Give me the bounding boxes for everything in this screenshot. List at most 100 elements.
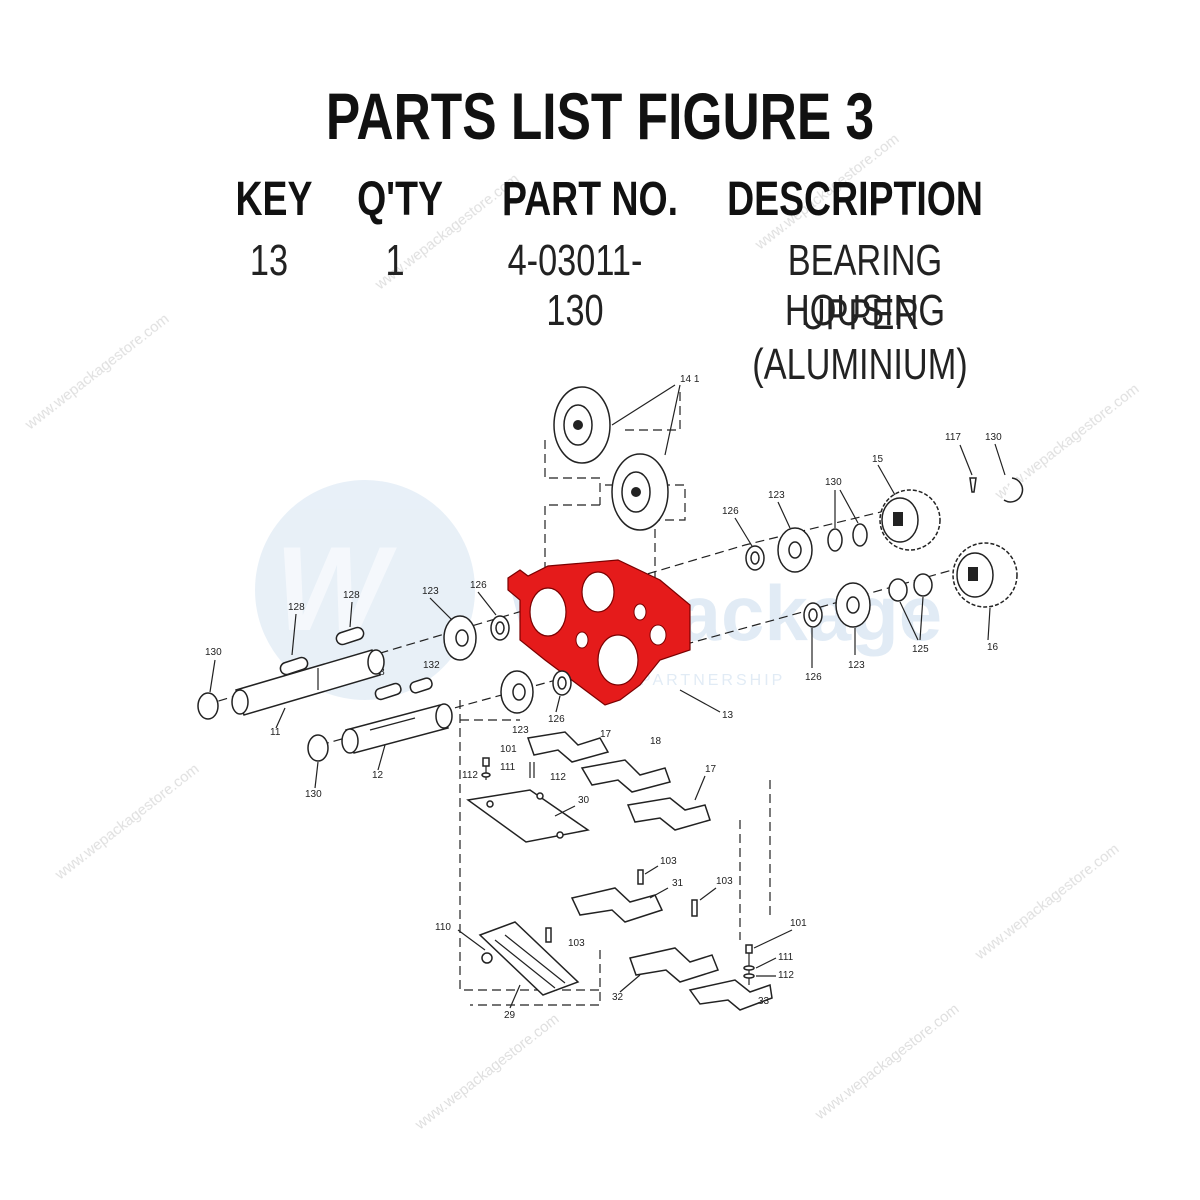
leader-130-left <box>209 659 216 693</box>
callout-29: 29 <box>504 1010 516 1021</box>
callout-123-b: 123 <box>848 660 865 671</box>
callout-31: 31 <box>672 878 684 889</box>
leader-128-a <box>291 613 297 656</box>
key-128-c <box>374 682 402 701</box>
leader-130-mid <box>834 489 859 528</box>
clip-130-top <box>1003 477 1024 503</box>
callout-14: 14 1 <box>680 374 700 385</box>
shaft-12 <box>341 703 453 754</box>
screw-101-left <box>481 757 491 780</box>
screw-101-right <box>743 944 755 985</box>
screw-103-right <box>691 899 698 917</box>
callout-103-c: 103 <box>568 938 585 949</box>
leader-17-b <box>694 775 706 801</box>
watermark-url-8: www.wepackagestore.com <box>971 840 1122 963</box>
shaft-11 <box>231 649 385 716</box>
gear-15 <box>879 489 941 551</box>
header-description: DESCRIPTION <box>727 173 983 226</box>
callout-13: 13 <box>722 710 734 721</box>
leader-110 <box>457 929 486 951</box>
callout-130-top: 130 <box>985 432 1002 443</box>
pulley-14-lower <box>611 453 669 531</box>
housing-bore-3 <box>597 634 639 686</box>
callout-110: 110 <box>435 922 451 933</box>
header-key: KEY <box>235 173 313 226</box>
callout-111-b: 111 <box>778 952 794 963</box>
callout-111-a: 111 <box>500 762 516 773</box>
callout-103-b: 103 <box>716 876 733 887</box>
leader-103-b <box>699 887 717 901</box>
callout-128-a: 128 <box>288 602 305 613</box>
bearing-housing-13-highlighted <box>507 559 691 706</box>
callout-15: 15 <box>872 454 884 465</box>
leader-29 <box>509 984 521 1009</box>
leader-15 <box>877 464 896 496</box>
callout-123-d: 123 <box>512 725 529 736</box>
housing-bore-1 <box>529 587 567 637</box>
leader-128-b <box>349 601 353 628</box>
leader-126-c <box>477 591 497 616</box>
watermark-url-7: www.wepackagestore.com <box>811 1000 962 1123</box>
plate-31 <box>570 887 664 923</box>
watermark-url-6: www.wepackagestore.com <box>411 1010 562 1133</box>
callout-126-b: 126 <box>805 672 822 683</box>
bearing-123-lower-left <box>500 670 534 714</box>
washer-125-b <box>913 573 933 597</box>
leader-12 <box>377 744 386 771</box>
row-description-line2: UPPER (ALUMINIUM) <box>752 290 968 389</box>
callout-112-a: 112 <box>462 770 478 781</box>
callout-33: 33 <box>758 996 770 1007</box>
leader-130-top <box>994 443 1006 476</box>
plate-32 <box>629 947 719 983</box>
leader-101-b <box>753 929 793 949</box>
callout-128-b: 128 <box>343 590 360 601</box>
callout-18: 18 <box>650 736 662 747</box>
callout-112-b: 112 <box>550 772 566 783</box>
bearing-126-lower-right <box>803 602 823 628</box>
callout-103-a: 103 <box>660 856 677 867</box>
leader-16 <box>987 607 991 641</box>
leader-126-d <box>555 695 561 713</box>
clip-130-a <box>827 528 843 552</box>
watermark-url-5: www.wepackagestore.com <box>51 760 202 883</box>
callout-17-a: 17 <box>600 729 612 740</box>
callout-30: 30 <box>578 795 590 806</box>
bearing-123-left <box>443 615 477 661</box>
key-128-b <box>335 626 365 646</box>
housing-hole-2 <box>633 603 647 621</box>
bearing-123-lower-right <box>835 582 871 628</box>
plate-33 <box>688 979 773 1011</box>
watermark-url-1: www.wepackagestore.com <box>21 310 172 433</box>
key-117 <box>969 477 977 493</box>
callout-130-mid: 130 <box>825 477 842 488</box>
plate-30 <box>466 789 590 843</box>
callout-123-a: 123 <box>768 490 785 501</box>
header-part-no: PART NO. <box>501 173 679 226</box>
callout-32: 32 <box>612 992 624 1003</box>
plate-18 <box>580 759 671 793</box>
leader-125 <box>899 596 924 641</box>
housing-hole-1 <box>575 631 589 649</box>
row-qty: 1 <box>385 236 405 285</box>
callout-123-c: 123 <box>422 586 439 597</box>
leader-14 <box>611 384 681 456</box>
page-title: PARTS LIST FIGURE 3 <box>325 79 875 153</box>
callout-125: 125 <box>912 644 929 655</box>
clip-130-lower <box>307 734 329 762</box>
leader-117 <box>959 444 973 476</box>
callout-112-c: 112 <box>778 970 794 981</box>
callout-130-left: 130 <box>205 647 222 658</box>
row-part-no: 4-03011-130 <box>507 236 643 335</box>
leader-111-b <box>755 957 777 969</box>
watermark-logo-circle <box>255 480 475 700</box>
plate-17-top <box>526 731 610 763</box>
leader-11 <box>275 707 286 729</box>
bearing-126-left <box>490 615 510 641</box>
leader-30 <box>554 805 576 817</box>
screw-103-lower <box>545 927 552 943</box>
header-qty: Q'TY <box>357 173 443 226</box>
housing-hole-3 <box>649 624 667 646</box>
callout-16: 16 <box>987 642 999 653</box>
callout-17-b: 17 <box>705 764 717 775</box>
